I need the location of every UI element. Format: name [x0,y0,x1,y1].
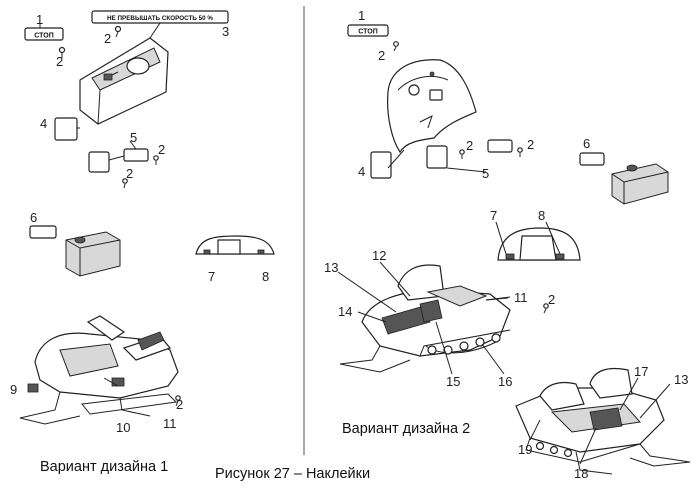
callout-4: 4 [358,164,365,179]
sticker-5-small-v2 [487,139,513,153]
callout-2: 2 [104,31,111,46]
callout-1: 1 [36,12,43,27]
visor-part-v2 [497,227,581,261]
stop-sticker-text: СТОП [358,29,377,36]
callout-7: 7 [490,208,497,223]
stop-sticker [347,24,389,37]
callout-5: 5 [130,130,137,145]
callout-13: 13 [324,260,338,275]
callout-11: 11 [163,416,177,431]
screw-icon [114,25,122,38]
screw-icon [153,155,159,165]
screw-icon [58,46,66,58]
callout-2: 2 [56,54,63,69]
callout-3: 3 [222,24,229,39]
callout-1: 1 [358,8,365,23]
callout-15: 15 [446,374,460,389]
variant1-title: Вариант дизайна 1 [40,459,168,475]
callout-13: 13 [674,372,688,387]
variant1-group: СТОП НЕ ПРЕВЫШАТЬ СКОРОСТЬ 50 % [10,10,275,475]
sticker-5-square-v2 [426,145,448,169]
callout-10: 10 [116,420,130,435]
cowl-part-v1 [79,37,169,125]
stop-sticker [24,27,64,41]
visor-part-v1 [195,235,275,255]
screw-icon [459,149,465,159]
screw-icon [393,41,399,52]
callout-2: 2 [176,397,183,412]
sticker-5-square-v1 [88,151,110,173]
callout-8: 8 [262,269,269,284]
callout-5: 5 [482,166,489,181]
callout-12: 12 [372,248,386,263]
screw-icon [175,395,181,407]
callout-2: 2 [126,166,133,181]
callout-6: 6 [30,210,37,225]
callout-6: 6 [583,136,590,151]
sticker-4-v2 [370,151,392,179]
screw-icon [122,178,128,189]
screw-icon [543,303,549,314]
callout-2: 2 [527,137,534,152]
callout-2: 2 [466,138,473,153]
snowmobile-v1 [19,315,181,425]
callout-8: 8 [538,208,545,223]
callout-16: 16 [498,374,512,389]
variant2-group: СТОП [324,8,691,481]
stop-sticker-text: СТОП [34,33,53,40]
callout-11: 11 [514,290,528,305]
callout-7: 7 [208,269,215,284]
sticker-5-small-v1 [123,148,149,162]
cowl-part-v2 [387,59,477,154]
callout-19: 19 [518,442,532,457]
callout-2: 2 [548,292,555,307]
screw-icon [517,147,523,157]
tank-part-v2 [579,152,669,205]
callout-14: 14 [338,304,352,319]
callout-2: 2 [378,48,385,63]
callout-4: 4 [40,116,47,131]
callout-9: 9 [10,382,17,397]
callout-17: 17 [634,364,648,379]
callout-18: 18 [574,466,588,481]
snowmobile-v2-side [339,264,549,373]
snowmobile-v2-front [515,367,691,475]
tank-part-v1 [29,225,121,277]
variant2-title: Вариант дизайна 2 [342,421,470,437]
speed-limit-sticker-text: НЕ ПРЕВЫШАТЬ СКОРОСТЬ 50 % [107,15,213,22]
sticker-4-v1 [54,117,78,141]
figure-caption: Рисунок 27 – Наклейки [215,466,370,482]
callout-2: 2 [158,142,165,157]
